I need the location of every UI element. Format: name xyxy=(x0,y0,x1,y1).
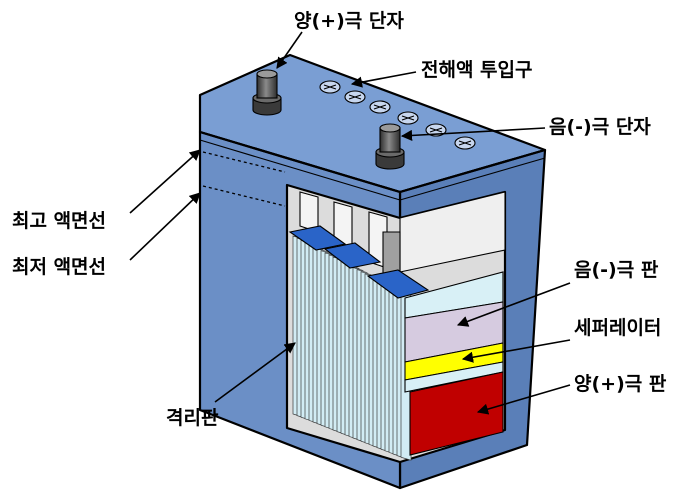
fill-hole-6 xyxy=(454,136,476,150)
level-lines xyxy=(202,151,286,207)
label-positive-terminal: 양(+)극 단자 xyxy=(294,10,404,32)
cell-divider-1 xyxy=(299,191,319,233)
leader-electrolyte-inlet xyxy=(350,71,417,88)
label-separator: 세퍼레이터 xyxy=(574,317,661,339)
leader-positive-terminal xyxy=(276,31,303,69)
leader-positive-plate xyxy=(476,384,571,415)
leader-max-level xyxy=(129,149,201,214)
fill-hole-2 xyxy=(344,90,366,104)
connecting-straps xyxy=(288,225,430,299)
lid-edge-right xyxy=(399,148,546,194)
cutaway-layers xyxy=(404,271,504,456)
leader-lines xyxy=(129,31,571,415)
electrolyte-fill-holes xyxy=(319,80,476,150)
fill-hole-3 xyxy=(369,100,391,114)
label-max-level: 최고 액면선 xyxy=(12,210,106,232)
label-partition: 격리판 xyxy=(166,407,219,429)
strap-1 xyxy=(288,225,347,251)
positive-plate-block xyxy=(409,371,504,456)
lid-seam-right xyxy=(399,157,546,201)
lid-seam-front xyxy=(199,139,401,201)
fill-hole-4 xyxy=(397,111,419,125)
lid-edge-front xyxy=(199,130,401,194)
negative-terminal xyxy=(375,123,405,170)
labels: 양(+)극 단자 전해액 투입구 음(-)극 단자 최고 액면선 최저 액면선 … xyxy=(12,10,667,429)
strap-3 xyxy=(366,269,430,299)
min-level-line xyxy=(202,185,286,207)
leader-min-level xyxy=(129,192,201,261)
fill-hole-1 xyxy=(319,80,341,94)
max-level-line xyxy=(202,151,286,173)
leader-negative-terminal xyxy=(400,127,546,142)
label-negative-plate: 음(-)극 판 xyxy=(574,259,659,281)
strap-2 xyxy=(323,242,382,269)
positive-terminal xyxy=(252,69,282,116)
leader-negative-plate xyxy=(456,282,571,327)
leader-separator xyxy=(461,339,571,363)
label-min-level: 최저 액면선 xyxy=(12,256,106,278)
leader-partition xyxy=(214,342,296,403)
label-positive-plate: 양(+)극 판 xyxy=(574,373,667,395)
label-negative-terminal: 음(-)극 단자 xyxy=(549,116,651,138)
fill-hole-5 xyxy=(425,123,447,137)
label-electrolyte-inlet: 전해액 투입구 xyxy=(421,59,533,81)
